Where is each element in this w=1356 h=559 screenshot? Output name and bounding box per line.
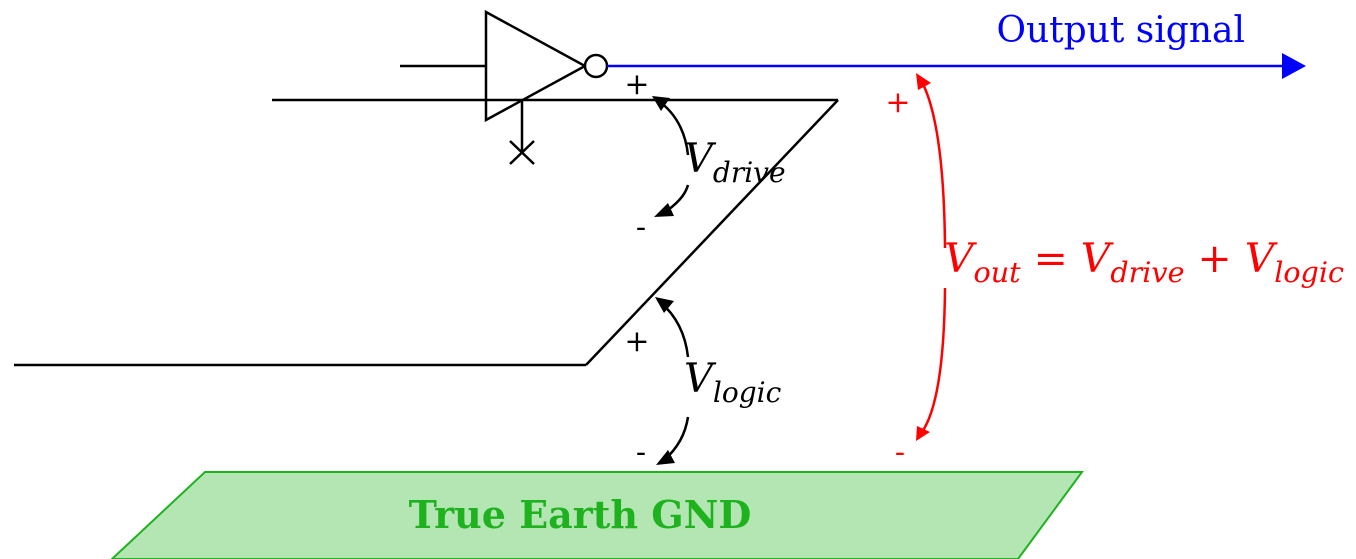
vlogic-minus-sign: - bbox=[636, 435, 646, 470]
vdrive-label: Vdrive bbox=[684, 136, 786, 189]
output-signal-label: Output signal bbox=[996, 10, 1245, 51]
ground-plane bbox=[110, 471, 1084, 559]
vout-minus-sign: - bbox=[895, 435, 905, 470]
vout-equation: Vout = Vdrive + Vlogic bbox=[944, 236, 1344, 289]
power-rails bbox=[14, 98, 839, 367]
rail-diagonal bbox=[585, 99, 839, 366]
vdrive-plus-sign: + bbox=[624, 67, 649, 102]
vlogic-plus-sign: + bbox=[624, 324, 649, 359]
buffer-triangle bbox=[484, 9, 588, 123]
vlogic-arrowhead-bottom bbox=[656, 450, 675, 465]
vlogic-arrowhead-top bbox=[655, 297, 674, 313]
no-connect-x-icon bbox=[509, 140, 535, 165]
vout-arrowhead-bottom bbox=[916, 426, 930, 441]
vdrive-arrowhead-top bbox=[652, 96, 670, 111]
vout-arrowhead-top bbox=[916, 73, 931, 90]
ground-label: True Earth GND bbox=[409, 492, 752, 537]
vout-arrow-top bbox=[920, 81, 947, 249]
vdrive-arrowhead-bottom bbox=[654, 203, 674, 217]
inverter-bubble bbox=[583, 53, 609, 79]
vdrive-minus-sign: - bbox=[636, 210, 646, 245]
output-arrowhead bbox=[1282, 53, 1306, 79]
vout-arrow-bottom bbox=[920, 287, 947, 433]
vlogic-label: Vlogic bbox=[684, 356, 782, 409]
vout-plus-sign: + bbox=[885, 85, 910, 120]
inverting-buffer-icon bbox=[400, 9, 609, 152]
